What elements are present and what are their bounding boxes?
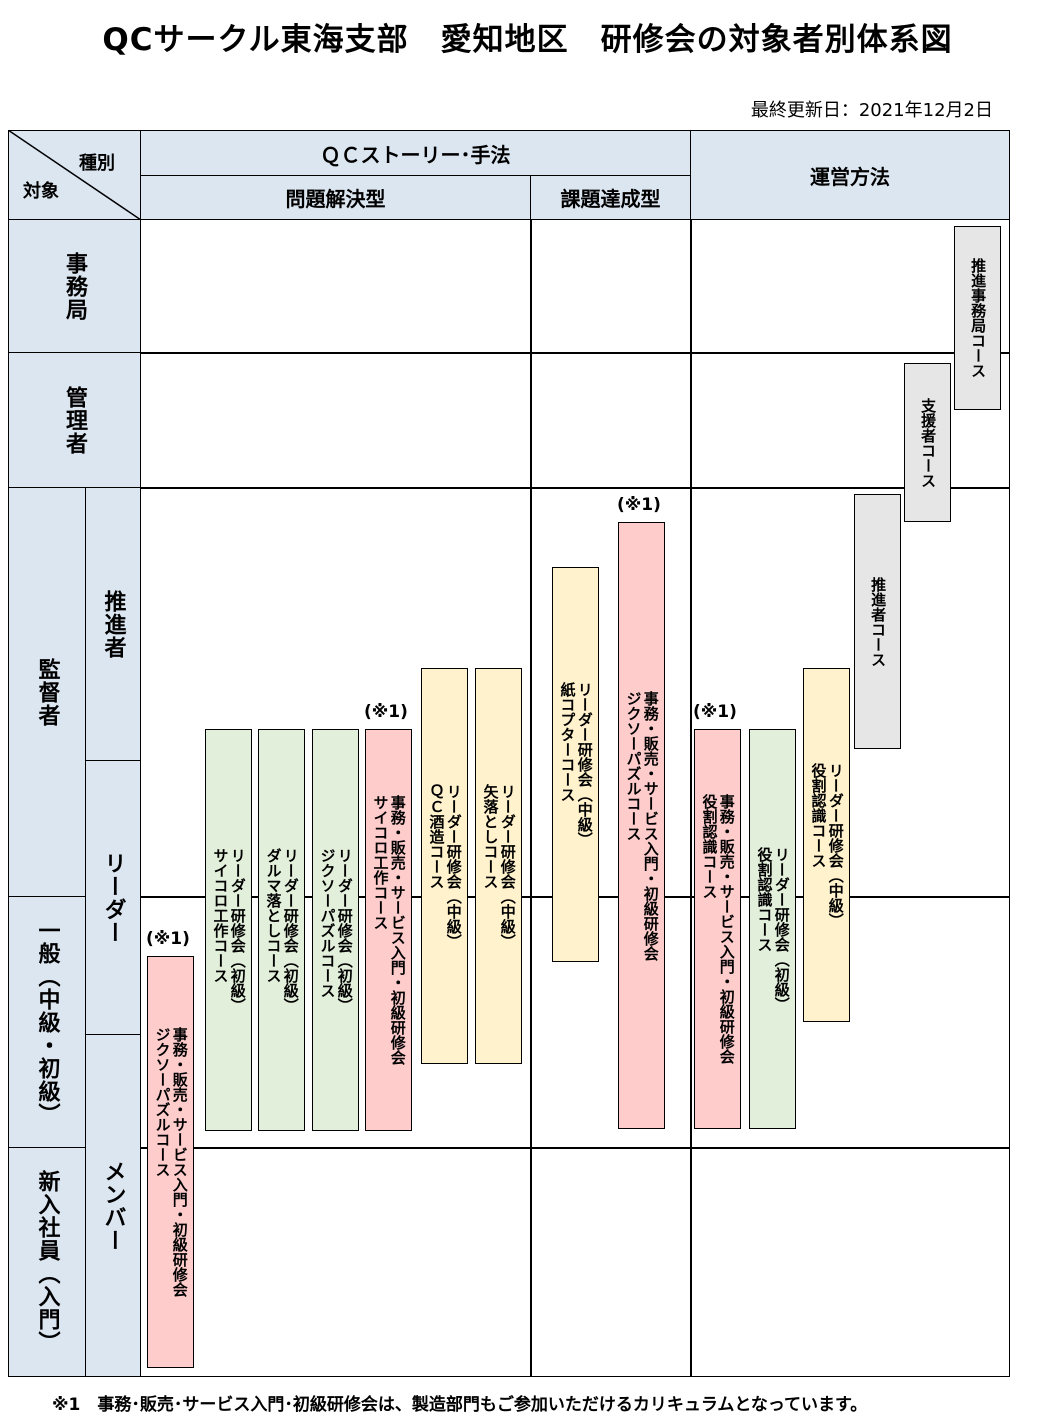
course-bar-c2: リーダー研修会（初級） サイコロ工作コース xyxy=(205,729,252,1131)
course-label: 事務・販売・サービス入門・初級研修会 ジクソーパズルコース xyxy=(153,1027,189,1297)
course-bar-c6: リーダー研修会（中級） ＱＣ酒造コース xyxy=(421,668,468,1064)
row-secretariat: 事務局 xyxy=(8,219,141,354)
task-achieving-header: 課題達成型 xyxy=(530,175,691,220)
footnote-mark: (※1) xyxy=(693,702,737,722)
corner-cell: 種別 対象 xyxy=(7,129,141,220)
course-bar-c15: 推進事務局コース xyxy=(954,226,1001,410)
footnote: ※1 事務･販売･サービス入門･初級研修会は、製造部門もご参加いただけるカリキュ… xyxy=(52,1395,868,1415)
course-label: リーダー研修会（初級） ダルマ落としコース xyxy=(264,847,300,1013)
last-updated: 最終更新日：2021年12月2日 xyxy=(750,100,993,121)
course-label: リーダー研修会（中級） 矢落としコース xyxy=(481,783,517,949)
row-promoter: 推進者 xyxy=(85,487,141,761)
vline-2 xyxy=(690,219,692,1377)
course-bar-c3: リーダー研修会（初級） ダルマ落としコース xyxy=(258,729,305,1131)
hline-newcomer xyxy=(8,1147,1010,1149)
row-general: 一般（中級・初級） xyxy=(8,896,86,1149)
course-label: 推進者コース xyxy=(869,576,888,667)
course-bar-c13: 推進者コース xyxy=(854,494,901,749)
footnote-mark: (※1) xyxy=(617,495,661,515)
corner-diagonal xyxy=(7,129,141,220)
course-bar-c10: 事務・販売・サービス入門・初級研修会 役割認識コース xyxy=(694,729,741,1129)
qc-story-header: ＱＣストーリー･手法 xyxy=(140,130,691,176)
row-manager: 管理者 xyxy=(8,352,141,489)
course-bar-c1: 事務・販売・サービス入門・初級研修会 ジクソーパズルコース xyxy=(147,956,194,1368)
course-bar-c7: リーダー研修会（中級） 矢落としコース xyxy=(475,668,522,1064)
course-bar-c12: リーダー研修会（中級） 役割認識コース xyxy=(803,668,850,1022)
footnote-mark: (※1) xyxy=(146,929,190,949)
course-label: 事務・販売・サービス入門・初級研修会 サイコロ工作コース xyxy=(371,795,407,1065)
course-label: リーダー研修会（中級） 役割認識コース xyxy=(809,762,845,928)
course-bar-c11: リーダー研修会（初級） 役割認識コース xyxy=(749,729,796,1129)
course-label: リーダー研修会（初級） 役割認識コース xyxy=(755,846,791,1012)
page-title: QCサークル東海支部 愛知地区 研修会の対象者別体系図 xyxy=(102,22,953,58)
course-bar-c9: 事務・販売・サービス入門・初級研修会 ジクソーパズルコース xyxy=(618,522,665,1129)
kind-label: 種別 xyxy=(79,153,115,174)
course-bar-c14: 支援者コース xyxy=(904,363,951,522)
course-label: リーダー研修会（初級） ジクソーパズルコース xyxy=(318,847,354,1013)
course-label: リーダー研修会（中級） ＱＣ酒造コース xyxy=(427,783,463,949)
course-label: リーダー研修会（初級） サイコロ工作コース xyxy=(211,847,247,1013)
target-label: 対象 xyxy=(23,181,59,202)
footnote-mark: (※1) xyxy=(364,702,408,722)
hline-supervisor xyxy=(8,487,1010,489)
row-member: メンバー xyxy=(85,1034,141,1377)
operation-header: 運営方法 xyxy=(690,130,1010,220)
course-label: リーダー研修会（中級） 紙コプターコース xyxy=(558,682,594,847)
course-label: 事務・販売・サービス入門・初級研修会 ジクソーパズルコース xyxy=(624,690,660,961)
row-supervisor: 監督者 xyxy=(8,487,86,898)
vline-1 xyxy=(530,219,532,1377)
course-label: 支援者コース xyxy=(919,397,938,488)
course-bar-c4: リーダー研修会（初級） ジクソーパズルコース xyxy=(312,729,359,1131)
course-bar-c5: 事務・販売・サービス入門・初級研修会 サイコロ工作コース xyxy=(365,729,412,1131)
row-leader: リーダー xyxy=(85,760,141,1035)
course-bar-c8: リーダー研修会（中級） 紙コプターコース xyxy=(552,567,599,962)
course-label: 事務・販売・サービス入門・初級研修会 役割認識コース xyxy=(700,794,736,1064)
hline-manager xyxy=(8,352,1010,354)
problem-solving-header: 問題解決型 xyxy=(140,175,531,220)
course-label: 推進事務局コース xyxy=(969,258,988,378)
row-newcomer: 新入社員（入門） xyxy=(8,1147,86,1377)
